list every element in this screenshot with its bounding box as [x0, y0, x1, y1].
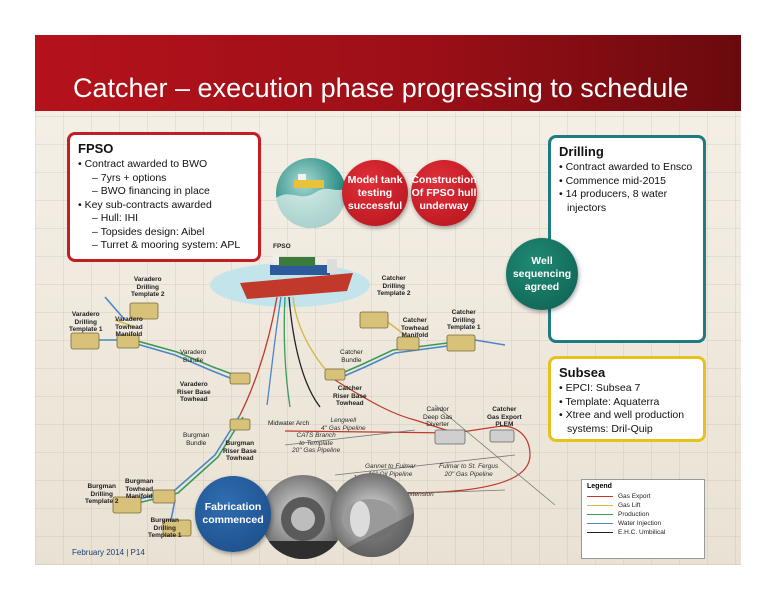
construction-milestone: Construction Of FPSO hull underway	[411, 160, 477, 226]
legend-label: Water Injection	[618, 520, 662, 527]
legend-label: Production	[618, 511, 650, 518]
legend-item: Water Injection	[587, 519, 699, 528]
label-pipe-cats: CATS Branch to Template 20" Gas Pipeline	[292, 432, 341, 454]
well-sequencing-text: Well sequencing agreed	[512, 254, 572, 293]
label-pipe-fulmar: Fulmar to St. Fergus 20" Gas Pipeline	[439, 463, 499, 478]
drilling-callout: Drilling • Contract awarded to Ensco • C…	[548, 135, 706, 343]
subsea-heading: Subsea	[559, 365, 606, 380]
catcher-bundle	[332, 319, 506, 381]
burgman-dt2-structure	[112, 496, 142, 514]
legend-swatch-gas-export	[587, 496, 613, 497]
fpso-sub-bullet: – 7yrs + options	[92, 171, 167, 184]
well-sequencing-milestone: Well sequencing agreed	[506, 238, 578, 310]
legend-swatch-water-injection	[587, 523, 613, 524]
burgman-dt1-structure	[162, 519, 192, 537]
slide: Catcher – execution phase progressing to…	[35, 35, 741, 565]
pipeline-legend: Legend Gas Export Gas Lift Production Wa…	[581, 479, 705, 559]
drilling-bullet-continued: injectors	[567, 201, 607, 214]
slide-title: Catcher – execution phase progressing to…	[73, 73, 689, 103]
label-burgman-riser: Burgman Riser Base Towhead	[223, 440, 257, 462]
legend-label: Gas Lift	[618, 502, 641, 509]
fpso-vessel-graphic	[240, 254, 353, 299]
legend-swatch-production	[587, 514, 613, 515]
label-catcher-dt1: Catcher Drilling Template 1	[447, 309, 481, 331]
label-pipe-lengwell: Lengwell 4" Gas Pipeline	[321, 417, 366, 432]
construction-text: Construction Of FPSO hull underway	[411, 173, 477, 212]
legend-label: E.H.C. Umbilical	[618, 529, 666, 536]
label-cawdor: Cawdor Deep Gas Diverter	[423, 406, 453, 428]
slide-footer: February 2014 | P14	[72, 548, 145, 557]
fabrication-text: Fabrication commenced	[202, 501, 264, 526]
label-varadero-dt2: Varadero Drilling Template 2	[131, 276, 165, 298]
risers	[239, 296, 336, 416]
label-varadero-manifold: Varadero Towhead Manifold	[115, 316, 143, 338]
varadero-dt2-structure	[129, 302, 159, 320]
fpso-bullet: • Contract awarded to BWO	[78, 158, 208, 170]
drilling-heading: Drilling	[559, 144, 604, 159]
legend-swatch-gas-lift	[587, 505, 613, 506]
subsea-bullet: • EPCI: Subsea 7	[559, 382, 641, 394]
label-catcher-manifold: Catcher Towhead Manifold	[401, 317, 429, 339]
legend-label: Gas Export	[618, 493, 651, 500]
burgman-manifold-structure	[152, 489, 176, 504]
legend-item: Gas Export	[587, 492, 699, 501]
model-tank-text: Model tank testing successful	[347, 173, 403, 212]
drilling-bullet: • Contract awarded to Ensco	[559, 161, 693, 173]
label-burgman-bundle: Burgman Bundle	[183, 432, 210, 447]
fpso-sub-bullet: – BWO financing in place	[92, 185, 210, 197]
subsea-structures	[70, 302, 515, 537]
label-burgman-manifold: Burgman Towhead Manifold	[125, 478, 154, 500]
label-catcher-riser: Catcher Riser Base Towhead	[333, 385, 367, 407]
model-tank-photo	[276, 158, 346, 228]
subsea-bullet-continued: systems: Dril-Quip	[567, 422, 653, 435]
legend-item: E.H.C. Umbilical	[587, 528, 699, 537]
label-catcher-dt2: Catcher Drilling Template 2	[377, 275, 411, 297]
varadero-dt1-structure	[70, 332, 100, 350]
label-midwater-arch: Midwater Arch	[268, 420, 310, 427]
label-varadero-bundle: Varadero Bundle	[180, 349, 207, 364]
legend-title: Legend	[587, 483, 612, 490]
fpso-sub-bullet: – Topsides design: Aibel	[92, 225, 205, 238]
fabrication-milestone: Fabrication commenced	[195, 476, 271, 552]
subsea-callout: Subsea • EPCI: Subsea 7 • Template: Aqua…	[548, 356, 706, 442]
fpso-bullet: • Key sub-contracts awarded	[78, 198, 212, 211]
drilling-bullet: • 14 producers, 8 water	[559, 188, 668, 200]
fpso-sub-bullet: – Hull: IHI	[92, 212, 139, 224]
fabrication-photo-2	[330, 473, 414, 557]
drilling-bullet: • Commence mid-2015	[559, 174, 666, 187]
label-fpso: FPSO	[273, 243, 291, 250]
varadero-riser-structure	[229, 372, 251, 385]
catcher-manifold-structure	[396, 336, 420, 351]
fpso-sub-bullet: – Turret & mooring system: APL	[92, 239, 241, 251]
label-varadero-riser: Varadero Riser Base Towhead	[177, 381, 211, 403]
label-catcher-bundle: Catcher Bundle	[340, 349, 363, 364]
subsea-bullet: • Template: Aquaterra	[559, 395, 660, 408]
label-burgman-dt2: Burgman Drilling Template 2	[85, 483, 119, 505]
catcher-riser-structure	[324, 368, 346, 381]
varadero-manifold-structure	[116, 334, 140, 349]
title-banner	[35, 35, 741, 111]
burgman-riser-structure	[229, 418, 251, 431]
subsea-bullet: • Xtree and well production	[559, 409, 685, 421]
fpso-heading: FPSO	[78, 141, 114, 156]
catcher-plem-structure	[489, 429, 515, 443]
label-burgman-dt1: Burgman Drilling Template 1	[148, 517, 182, 539]
legend-swatch-umbilical	[587, 532, 613, 533]
model-tank-milestone: Model tank testing successful	[342, 160, 408, 226]
catcher-dt2-structure	[359, 311, 389, 329]
catcher-dt1-structure	[446, 334, 476, 352]
label-varadero-dt1: Varadero Drilling Template 1	[69, 311, 103, 333]
legend-item: Gas Lift	[587, 501, 699, 510]
label-catcher-plem: Catcher Gas Export PLEM	[487, 406, 522, 428]
legend-item: Production	[587, 510, 699, 519]
cawdor-structure	[434, 429, 466, 445]
field-layout-schematic	[70, 254, 556, 537]
fpso-callout: FPSO • Contract awarded to BWO – 7yrs + …	[67, 132, 261, 262]
gas-export-pipeline	[284, 379, 531, 494]
